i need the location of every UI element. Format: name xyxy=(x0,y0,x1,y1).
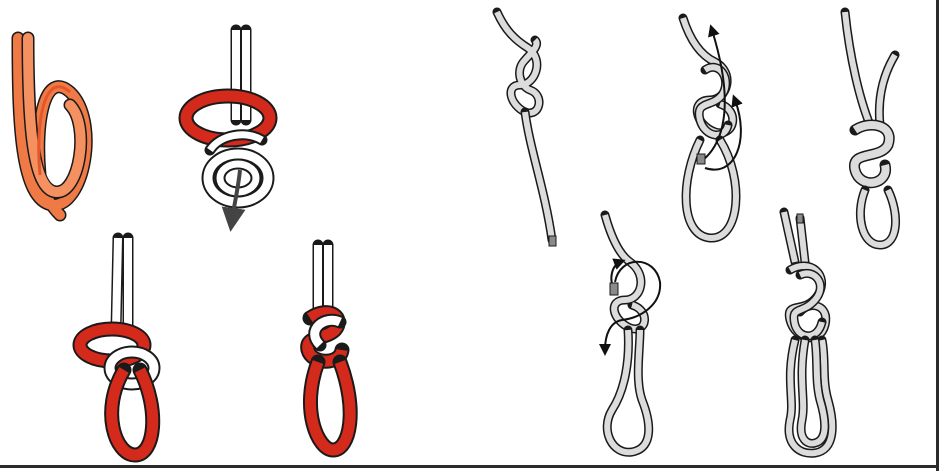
figure-eight-loop-step-4 xyxy=(308,245,351,450)
figure-eight-loop-step-3 xyxy=(80,238,154,455)
figure-eight-follow-through-step-1 xyxy=(497,12,556,246)
figure-eight-follow-through-step-4 xyxy=(605,215,660,452)
figure-eight-loop-step-1 xyxy=(18,38,86,215)
frame-border-bottom xyxy=(0,465,939,468)
figure-eight-follow-through-step-5 xyxy=(784,212,832,453)
figure-eight-follow-through-step-3 xyxy=(845,12,896,245)
figure-eight-loop-step-2 xyxy=(186,30,270,220)
figure-eight-follow-through-step-2 xyxy=(683,18,741,238)
